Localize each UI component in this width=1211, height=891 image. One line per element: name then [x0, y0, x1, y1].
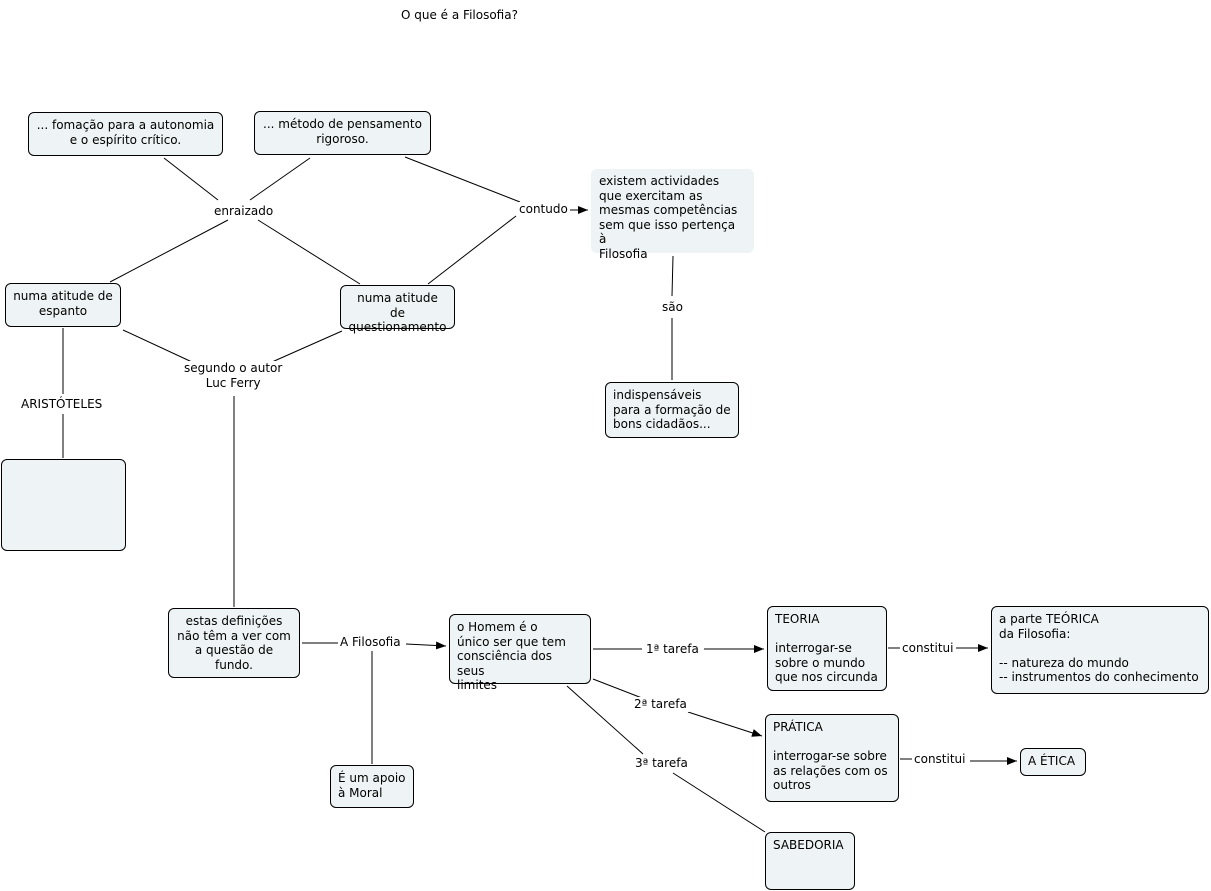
link-constitui1: constitui	[900, 641, 956, 656]
link-sao: são	[660, 300, 685, 315]
node-pratica[interactable]: PRÁTICA interrogar-se sobre as relações …	[765, 714, 899, 802]
line-tarefa3-sabedoria	[672, 772, 766, 833]
line-actividades-sao	[671, 255, 674, 297]
node-etica[interactable]: A ÉTICA	[1020, 748, 1086, 776]
line-enraizado-questionamento	[257, 219, 361, 285]
link-tarefa2: 2ª tarefa	[632, 697, 689, 712]
node-autonomia[interactable]: ... fomação para a autonomia e o espírit…	[28, 112, 223, 156]
link-constitui2: constitui	[912, 752, 968, 767]
node-sabedoria[interactable]: SABEDORIA	[765, 832, 855, 890]
link-enraizado: enraizado	[212, 204, 276, 219]
line-autonomia-enraizado	[163, 157, 219, 201]
link-a-filosofia: A Filosofia	[338, 635, 403, 650]
link-tarefa3: 3ª tarefa	[633, 756, 690, 771]
node-actividades[interactable]: existem actividades que exercitam as mes…	[591, 169, 754, 261]
node-teoria[interactable]: TEORIA interrogar-se sobre o mundo que n…	[767, 606, 887, 691]
line-metodo-contudo	[404, 156, 521, 203]
node-metodo[interactable]: ... método de pensamento rigoroso.	[254, 111, 431, 155]
node-definicoes[interactable]: estas definições não têm a ver com a que…	[168, 608, 300, 678]
page-title: O que é a Filosofia?	[401, 8, 518, 22]
node-teorica[interactable]: a parte TEÓRICA da Filosofia: -- naturez…	[991, 606, 1209, 694]
line-questionamento-contudo	[427, 215, 517, 285]
line-questionamento-segundo	[271, 330, 343, 363]
line-metodo-enraizado	[249, 157, 311, 201]
node-apoio[interactable]: É um apoio à Moral	[330, 765, 414, 808]
line-homem-tarefa2	[592, 678, 643, 699]
link-segundo: segundo o autor Luc Ferry	[182, 361, 285, 390]
node-aristoteles-box[interactable]	[1, 459, 126, 551]
line-enraizado-espanto	[109, 219, 229, 283]
node-homem[interactable]: o Homem é o único ser que tem consciênci…	[449, 614, 591, 692]
link-contudo: contudo	[517, 202, 570, 217]
arrow-tarefa2-pratica	[687, 711, 763, 737]
arrow-afilosofia-homem	[405, 641, 447, 650]
node-indispensaveis[interactable]: indispensáveis para a formação de bons c…	[605, 382, 739, 438]
node-questionamento[interactable]: numa atitude de questionamento	[340, 285, 455, 334]
link-aristoteles: ARISTÓTELES	[19, 397, 105, 412]
line-espanto-segundo	[122, 329, 193, 363]
line-homem-tarefa3	[566, 685, 644, 755]
node-espanto[interactable]: numa atitude de espanto	[5, 283, 121, 327]
link-tarefa1: 1ª tarefa	[644, 642, 701, 657]
